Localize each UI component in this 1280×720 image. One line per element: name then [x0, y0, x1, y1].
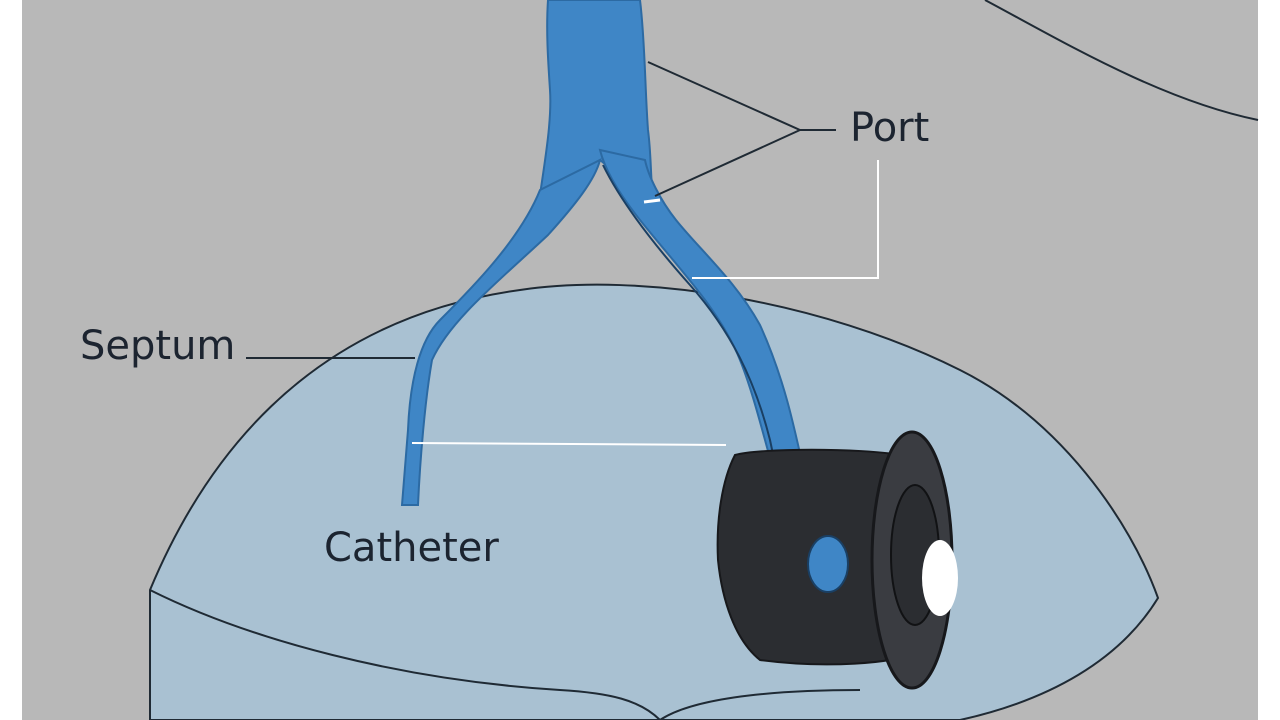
vessel-left-branch	[400, 158, 602, 506]
port-leader-line-white	[692, 160, 879, 279]
left-frame-strip	[0, 0, 22, 720]
catheter-leader-line	[411, 442, 727, 446]
septum-label: Septum	[80, 323, 236, 369]
catheter-label: Catheter	[324, 525, 499, 571]
tissue-lower-lobe-right	[659, 689, 861, 720]
port-leader-white-tick	[643, 198, 661, 204]
port-highlight	[922, 540, 958, 616]
port-leader-line-lower	[654, 129, 801, 197]
skin-contour-line	[984, 0, 1259, 121]
catheter-connector	[807, 535, 849, 593]
right-frame-strip	[1258, 0, 1280, 720]
port-device	[716, 430, 958, 690]
tissue-lower-lobe	[149, 589, 661, 720]
port-label: Port	[850, 105, 930, 151]
